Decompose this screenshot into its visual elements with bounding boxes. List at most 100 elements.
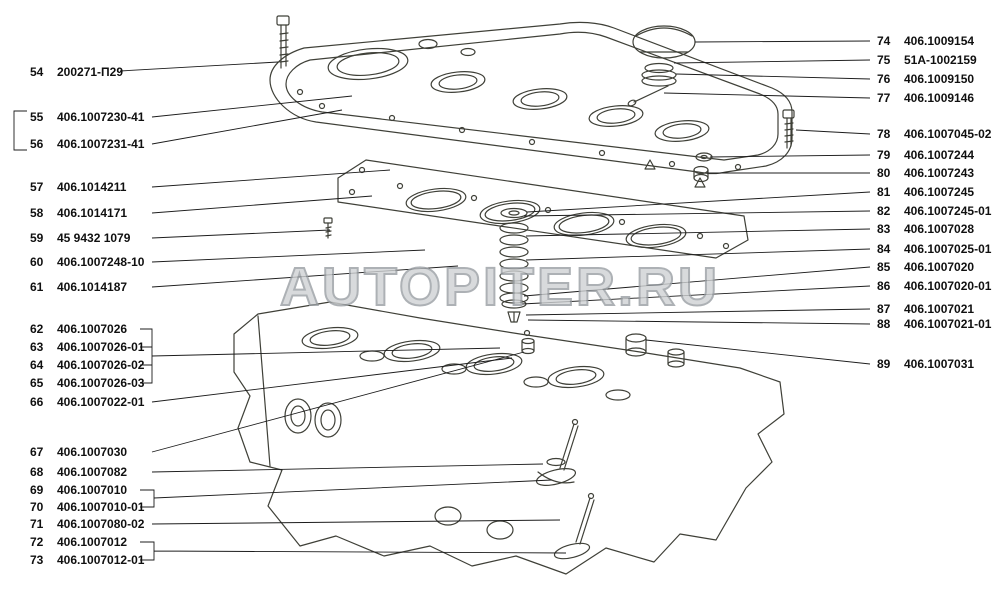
part-ref-number: 66 [30, 395, 44, 409]
part-number: 51А-1002159 [904, 53, 977, 67]
part-number: 406.1007245 [904, 185, 975, 199]
part-label-row: 65 406.1007026-03 [30, 377, 144, 390]
part-ref-number: 85 [877, 260, 891, 274]
part-number: 406.1007026 [57, 322, 128, 336]
part-number: 406.1007243 [904, 166, 975, 180]
part-ref-number: 54 [30, 65, 44, 79]
cylinder-head-drawing [233, 301, 785, 575]
part-label-row: 66 406.1007022-01 [30, 396, 144, 409]
part-ref-number: 79 [877, 148, 891, 162]
part-label-row: 81 406.1007245 [877, 186, 974, 199]
part-number: 406.1007080-02 [57, 517, 145, 531]
part-ref-number: 80 [877, 166, 891, 180]
part-ref-number: 68 [30, 465, 44, 479]
part-ref-number: 59 [30, 231, 44, 245]
part-number: 406.1007020 [904, 260, 975, 274]
part-number: 406.1014171 [57, 206, 128, 220]
part-label-row: 54 200271-П29 [30, 66, 123, 79]
part-label-row: 62 406.1007026 [30, 323, 127, 336]
part-number: 406.1007021-01 [904, 317, 992, 331]
part-ref-number: 69 [30, 483, 44, 497]
part-number: 200271-П29 [57, 65, 124, 79]
part-ref-number: 63 [30, 340, 44, 354]
part-ref-number: 77 [877, 91, 891, 105]
part-ref-number: 82 [877, 204, 891, 218]
part-label-row: 77 406.1009146 [877, 92, 974, 105]
part-ref-number: 64 [30, 358, 44, 372]
part-label-row: 71 406.1007080-02 [30, 518, 144, 531]
part-number: 406.1007230-41 [57, 110, 145, 124]
part-number: 406.1007010-01 [57, 500, 145, 514]
leader-lines [13, 40, 871, 561]
part-number: 406.1007028 [904, 222, 975, 236]
part-number: 406.1007021 [904, 302, 975, 316]
part-ref-number: 89 [877, 357, 891, 371]
watermark: AUTOPITER.RU [279, 256, 721, 318]
part-ref-number: 73 [30, 553, 44, 567]
part-ref-number: 70 [30, 500, 44, 514]
part-label-row: 59 45 9432 1079 [30, 232, 130, 245]
part-number: 406.1009146 [904, 91, 975, 105]
part-number: 406.1007231-41 [57, 137, 145, 151]
part-ref-number: 88 [877, 317, 891, 331]
part-ref-number: 74 [877, 34, 891, 48]
cover-bolt-drawing [276, 15, 290, 69]
part-number: 406.1007026-01 [57, 340, 145, 354]
part-ref-number: 84 [877, 242, 891, 256]
part-label-row: 63 406.1007026-01 [30, 341, 144, 354]
part-number: 406.1014187 [57, 280, 128, 294]
part-number: 406.1007012-01 [57, 553, 145, 567]
part-ref-number: 78 [877, 127, 891, 141]
part-label-row: 76 406.1009150 [877, 73, 974, 86]
part-label-row: 79 406.1007244 [877, 149, 974, 162]
part-number: 406.1007031 [904, 357, 975, 371]
part-label-row: 57 406.1014211 [30, 181, 126, 194]
part-label-row: 88 406.1007021-01 [877, 318, 991, 331]
part-ref-number: 83 [877, 222, 891, 236]
part-number: 406.1009150 [904, 72, 975, 86]
part-label-row: 58 406.1014171 [30, 207, 127, 220]
part-ref-number: 75 [877, 53, 891, 67]
part-label-row: 89 406.1007031 [877, 358, 974, 371]
part-ref-number: 81 [877, 185, 891, 199]
part-label-row: 56 406.1007231-41 [30, 138, 144, 151]
part-ref-number: 60 [30, 255, 44, 269]
part-ref-number: 87 [877, 302, 891, 316]
part-number: 406.1007244 [904, 148, 975, 162]
part-ref-number: 62 [30, 322, 44, 336]
part-number: 406.1007022-01 [57, 395, 145, 409]
part-label-row: 73 406.1007012-01 [30, 554, 144, 567]
part-label-row: 83 406.1007028 [877, 223, 974, 236]
part-label-row: 74 406.1009154 [877, 35, 974, 48]
part-ref-number: 76 [877, 72, 891, 86]
part-number: 45 9432 1079 [57, 231, 131, 245]
part-ref-number: 57 [30, 180, 44, 194]
part-ref-number: 56 [30, 137, 44, 151]
part-ref-number: 58 [30, 206, 44, 220]
part-label-row: 87 406.1007021 [877, 303, 974, 316]
part-ref-number: 65 [30, 376, 44, 390]
part-number: 406.1007045-02 [904, 127, 992, 141]
part-label-row: 80 406.1007243 [877, 167, 974, 180]
part-number: 406.1007026-03 [57, 376, 145, 390]
valves-drawing [535, 418, 595, 560]
part-label-row: 78 406.1007045-02 [877, 128, 991, 141]
part-label-row: 75 51А-1002159 [877, 54, 977, 67]
part-number: 406.1007082 [57, 465, 128, 479]
part-ref-number: 71 [30, 517, 44, 531]
part-number: 406.1009154 [904, 34, 975, 48]
part-number: 406.1007012 [57, 535, 128, 549]
part-label-row: 70 406.1007010-01 [30, 501, 144, 514]
part-ref-number: 61 [30, 280, 44, 294]
part-number: 406.1014211 [57, 180, 127, 194]
